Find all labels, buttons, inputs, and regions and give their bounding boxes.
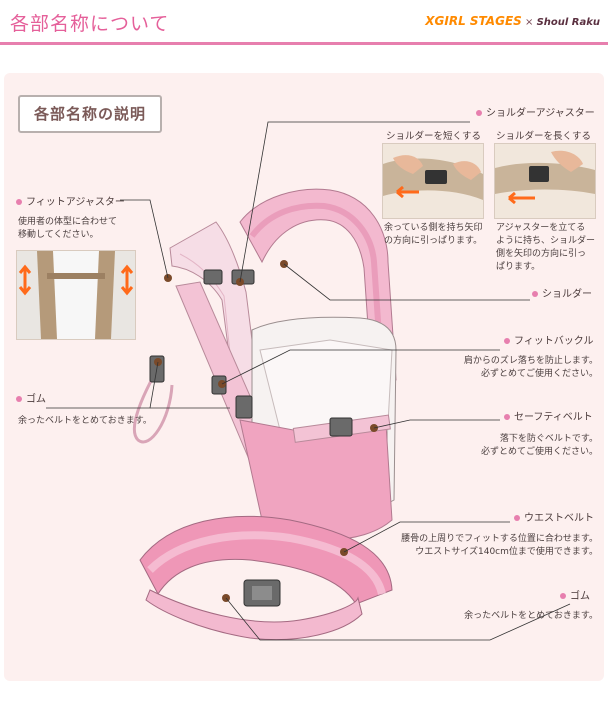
bullet-icon: [560, 593, 566, 599]
label-gum-left: ゴム: [16, 390, 46, 405]
leader-shoulder-adjuster: [239, 121, 470, 283]
caption-lengthen: ショルダーを長くする: [496, 131, 592, 142]
photo-shorten: [382, 143, 484, 219]
photo-lengthen: [494, 143, 596, 219]
leader-shoulder: [283, 263, 530, 301]
carrier-drawing: [133, 188, 397, 641]
label-fit-buckle: フィットバックル: [504, 332, 594, 347]
leader-safety: [373, 419, 500, 429]
header-divider: [0, 42, 608, 45]
label-gum-right: ゴム: [560, 587, 590, 602]
desc-fit-buckle: 肩からのズレ落ちを防止します。 必ずとめてご使用ください。: [463, 356, 598, 379]
leader-fit-adjuster: [120, 199, 169, 279]
section-title: 各部名称の説明: [33, 105, 146, 123]
caption-shorten: ショルダーを短くする: [386, 131, 482, 142]
right-shoulder-strap: [239, 188, 397, 385]
leader-waist: [343, 521, 510, 553]
bullet-icon: [16, 396, 22, 402]
label-fit-adjuster: フィットアジャスター: [16, 193, 125, 208]
desc-gum-right: 余ったベルトをとめておきます。: [464, 611, 598, 621]
desc-shorten: 余っている側を持ち矢印 の方向に引っぱります。: [384, 223, 483, 246]
brand-separator: ×: [524, 17, 534, 28]
arrow-left-icon: [396, 185, 419, 199]
fit-buckle-right: [235, 395, 253, 419]
safety-buckle: [329, 417, 353, 437]
label-shoulder: ショルダー: [532, 285, 592, 300]
desc-lengthen: アジャスターを立てる ように持ち、ショルダー 側を矢印の方向に引っ ぱります。: [496, 223, 596, 272]
leader-lines: [46, 121, 571, 641]
bullet-icon: [16, 199, 22, 205]
brand-name: Shoul Raku: [536, 17, 600, 28]
leader-fit-buckle: [221, 349, 500, 385]
leader-gum-right: [225, 597, 571, 641]
page-title: 各部名称について: [10, 13, 170, 35]
arrow-left-icon: [508, 191, 535, 205]
brand: XGIRL STAGES × Shoul Raku: [425, 14, 600, 28]
desc-fit-adjuster: 使用者の体型に合わせて 移動してください。: [18, 217, 118, 240]
desc-gum-left: 余ったベルトをとめておきます。: [18, 416, 152, 426]
bullet-icon: [504, 414, 510, 420]
fit-adjuster-buckle: [203, 269, 223, 285]
bullet-icon: [532, 291, 538, 297]
brand-logo: XGIRL STAGES: [425, 14, 522, 28]
waist-belt-front: [145, 589, 363, 641]
arrow-updown-icon: [120, 264, 134, 296]
section-title-box: 各部名称の説明: [18, 95, 162, 133]
desc-waist-belt: 腰骨の上周りでフィットする位置に合わせます。 ウエストサイズ140cm位まで使用…: [401, 534, 598, 557]
page-header: 各部名称について XGIRL STAGES × Shoul Raku: [0, 0, 608, 45]
label-waist-belt: ウエストベルト: [514, 509, 594, 524]
photo-fit-adjuster: [16, 250, 136, 340]
elastic-loop: [133, 367, 174, 444]
label-safety-belt: セーフティベルト: [504, 408, 593, 423]
label-shoulder-adjuster: ショルダーアジャスター: [476, 104, 595, 119]
arrow-updown-icon: [18, 264, 32, 296]
desc-safety-belt: 落下を防ぐベルトです。 必ずとめてご使用ください。: [480, 434, 598, 457]
bullet-icon: [514, 515, 520, 521]
bullet-icon: [504, 338, 510, 344]
bullet-icon: [476, 110, 482, 116]
